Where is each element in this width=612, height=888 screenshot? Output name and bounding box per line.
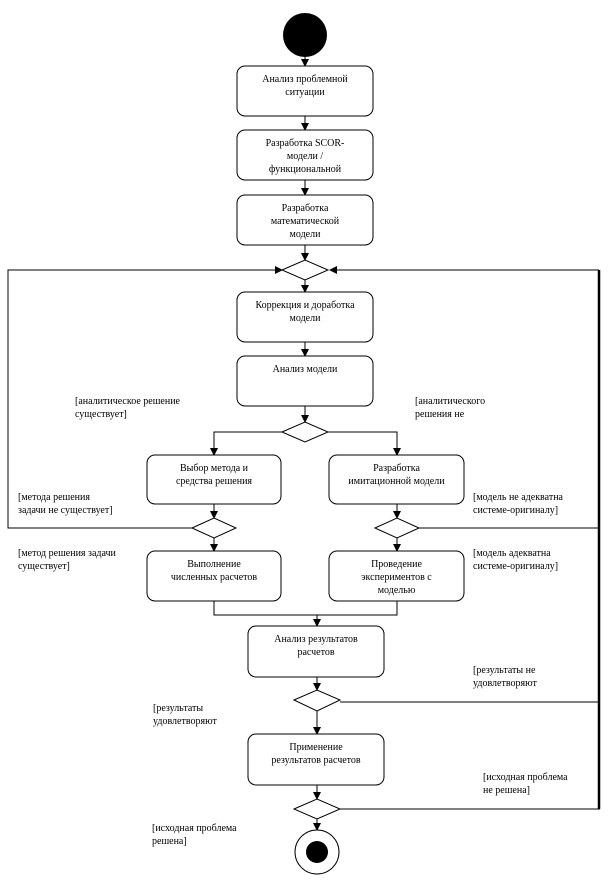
- activity-a1: Анализ проблемной ситуации: [236, 65, 374, 117]
- decision-analytic: [280, 421, 330, 443]
- activity-label: средства решения: [176, 476, 252, 487]
- activity-label: Выполнение: [187, 559, 241, 570]
- merge-node: [280, 259, 330, 281]
- decision-problem: [292, 798, 342, 820]
- activity-box: [146, 454, 282, 505]
- activity-label: результатов расчетов: [271, 755, 361, 766]
- guard-g3: задачи не существует]: [18, 505, 113, 516]
- guard-labels: [аналитическое решение существует] [аналит…: [18, 396, 568, 847]
- activity-label: Разработка: [373, 463, 420, 474]
- activity-box: [236, 194, 374, 246]
- activity-box: [146, 550, 282, 602]
- activity-label: Применение: [289, 742, 343, 753]
- activity-box: [236, 291, 374, 343]
- guard-g7: [результаты не: [473, 665, 536, 676]
- activity-label: ситуации: [285, 87, 325, 98]
- activity-label: имитационной модели: [348, 476, 445, 487]
- activity-box: [328, 550, 465, 602]
- activity-label: Анализ проблемной: [262, 74, 348, 85]
- guard-g8: удовлетворяют: [153, 716, 217, 727]
- guard-g9: не решена]: [483, 785, 530, 796]
- activity-a7: Разработка имитационной модели: [328, 454, 465, 505]
- guard-g1: существует]: [75, 409, 127, 420]
- activity-label: модели: [290, 229, 322, 240]
- activity-label: модели: [290, 313, 322, 324]
- activity-a5: Анализ модели: [236, 355, 374, 407]
- start-node: [283, 13, 327, 57]
- guard-g3: [метода решения: [18, 492, 90, 503]
- guard-g8: [результаты: [153, 703, 203, 714]
- activity-label: Проведение: [371, 559, 422, 570]
- decision-method: [190, 517, 238, 539]
- guard-g5: [метод решения задачи: [18, 548, 117, 559]
- guard-g1: [аналитическое решение: [75, 396, 181, 407]
- activity-label: Анализ модели: [273, 364, 338, 375]
- guard-g7: удовлетворяют: [473, 678, 537, 689]
- activity-label: модели /: [287, 151, 323, 162]
- activity-a8: Выполнение численных расчетов: [146, 550, 282, 602]
- guard-g10: [исходная проблема: [152, 823, 237, 834]
- activity-box: [247, 733, 385, 786]
- guard-g2: [аналитического: [415, 396, 485, 407]
- activity-a2: Разработка SCOR-модели / функциональной: [236, 129, 374, 181]
- guard-g2: решения не: [415, 409, 465, 420]
- activity-label: численных расчетов: [171, 572, 258, 583]
- activity-label: расчетов: [297, 647, 334, 658]
- activity-label: экспериментов с: [361, 572, 432, 583]
- guard-g4: [модель не адекватна: [473, 492, 564, 503]
- activity-box: [247, 625, 385, 678]
- guard-g10: решена]: [152, 836, 187, 847]
- guard-g6: [модель адекватна: [473, 548, 551, 559]
- decision-nodes: [190, 259, 421, 820]
- activity-box: [236, 129, 374, 181]
- edges: [7, 57, 601, 831]
- guard-g9: [исходная проблема: [483, 772, 568, 783]
- activity-label: Выбор метода и: [180, 463, 249, 474]
- activity-a3: Разработка математической модели: [236, 194, 374, 246]
- decision-results: [292, 689, 342, 712]
- activity-a10: Анализ результатов расчетов: [247, 625, 385, 678]
- activity-a6: Выбор метода и средства решения: [146, 454, 282, 505]
- activity-a11: Применение результатов расчетов: [247, 733, 385, 786]
- activity-label: моделью: [378, 585, 416, 596]
- decision-adequacy: [373, 517, 421, 539]
- guard-g4: системе-оригиналу]: [473, 505, 558, 516]
- activity-box: [328, 454, 465, 505]
- end-node-core: [306, 841, 328, 863]
- activity-box: [236, 65, 374, 117]
- activity-label: функциональной: [269, 164, 342, 175]
- activity-label: математической: [271, 216, 340, 227]
- guard-g5: существует]: [18, 561, 70, 572]
- activity-a4: Коррекция и доработка модели: [236, 291, 374, 343]
- guard-g6: системе-оригиналу]: [473, 561, 558, 572]
- activity-box: [236, 355, 374, 407]
- activity-label: Анализ результатов: [274, 634, 358, 645]
- activity-label: Коррекция и доработка: [255, 300, 355, 311]
- activity-label: Разработка SCOR-: [266, 138, 345, 149]
- activity-a9: Проведение экспериментов с моделью: [328, 550, 465, 602]
- activity-label: Разработка: [282, 203, 329, 214]
